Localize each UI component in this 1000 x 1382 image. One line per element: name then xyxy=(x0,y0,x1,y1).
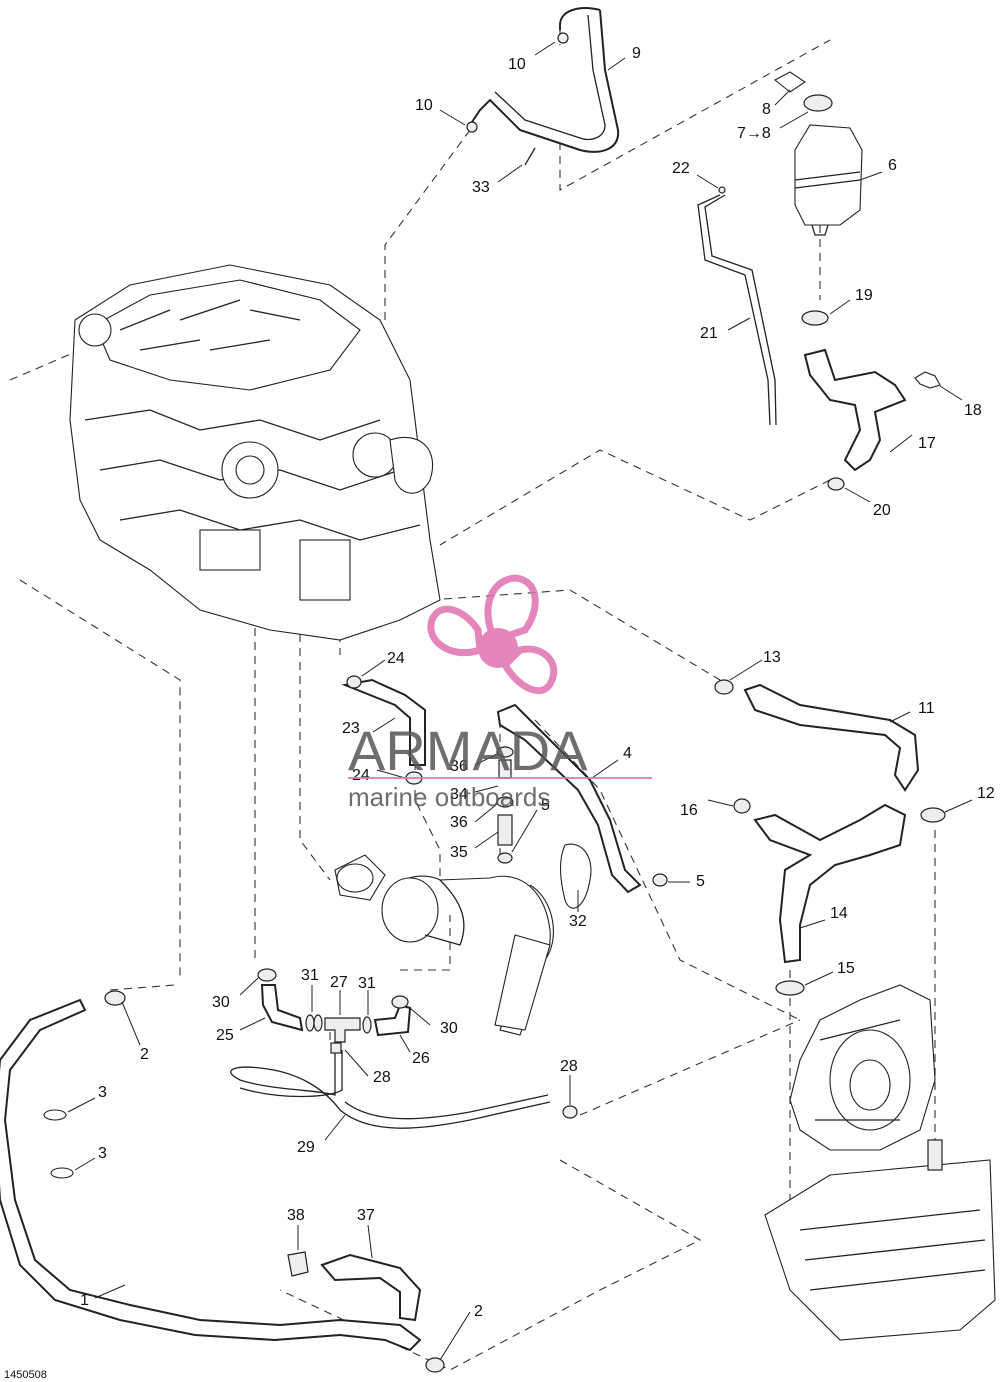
callout-28: 28 xyxy=(373,1069,391,1086)
clamp-15 xyxy=(775,980,805,996)
callout-22: 22 xyxy=(672,160,690,177)
callout-26: 26 xyxy=(412,1050,430,1067)
callout-36: 36 xyxy=(450,814,468,831)
clamp-18 xyxy=(914,371,941,389)
sleeve-38 xyxy=(287,1251,309,1277)
callout-5: 5 xyxy=(696,873,705,890)
callout-4: 4 xyxy=(623,745,632,762)
clamp-22 xyxy=(718,186,726,194)
callout-3: 3 xyxy=(98,1145,107,1162)
hose-14 xyxy=(753,803,907,964)
callout-3: 3 xyxy=(98,1084,107,1101)
callout-12: 12 xyxy=(977,785,995,802)
callout-36: 36 xyxy=(450,758,468,775)
hose-23 xyxy=(341,678,426,766)
callout-30: 30 xyxy=(212,994,230,1011)
clamp-20 xyxy=(827,477,845,491)
clamp-19 xyxy=(801,310,829,326)
callout-34: 34 xyxy=(450,786,468,803)
callout-31: 31 xyxy=(358,975,376,992)
reservoir-cap xyxy=(803,94,833,112)
propeller-logo-icon xyxy=(427,574,558,695)
callout-1: 1 xyxy=(80,1292,89,1309)
callout-24: 24 xyxy=(352,767,370,784)
callout-32: 32 xyxy=(569,913,587,930)
dashed-guide-lines xyxy=(9,30,936,1371)
watermark-brand: ARMADA xyxy=(348,719,588,782)
callout-17: 17 xyxy=(918,435,936,452)
callout-35: 35 xyxy=(450,844,468,861)
callout-10: 10 xyxy=(508,56,526,73)
hose-29 xyxy=(230,1050,551,1129)
leader-lines xyxy=(67,41,973,1361)
gasket-32 xyxy=(559,843,592,909)
hose-4 xyxy=(496,703,642,894)
callout-6: 6 xyxy=(888,157,897,174)
callout-9: 9 xyxy=(632,45,641,62)
callout-10: 10 xyxy=(415,97,433,114)
clamp-2-top xyxy=(104,990,126,1006)
callout-15: 15 xyxy=(837,960,855,977)
callout-21: 21 xyxy=(700,325,718,342)
watermark-tagline: marine outboards xyxy=(348,782,550,812)
callout-2: 2 xyxy=(474,1303,483,1320)
fitting-stack xyxy=(496,746,514,864)
callout-labels: 10 9 10 33 8 7→8 6 22 21 19 18 17 20 24 … xyxy=(80,45,995,1320)
clamp-24-top xyxy=(346,675,362,689)
water-pump-housing xyxy=(789,984,936,1151)
hose-11 xyxy=(743,683,920,792)
callout-2: 2 xyxy=(140,1046,149,1063)
engine-block xyxy=(69,264,441,641)
coolant-reservoir xyxy=(774,71,863,236)
exhaust-assembly xyxy=(334,843,592,1036)
callout-8: 8 xyxy=(762,101,771,118)
clamp-2-bottom xyxy=(425,1357,445,1373)
clamp-16 xyxy=(733,798,751,814)
callout-14: 14 xyxy=(830,905,848,922)
heat-exchanger-plate xyxy=(764,1139,996,1341)
watermark: ARMADA marine outboards xyxy=(348,574,652,812)
callout-20: 20 xyxy=(873,502,891,519)
callout-27: 27 xyxy=(330,974,348,991)
callout-33: 33 xyxy=(472,179,490,196)
callout-16: 16 xyxy=(680,802,698,819)
clamp-13 xyxy=(714,679,734,695)
callout-11: 11 xyxy=(918,700,935,717)
clamp-10-top xyxy=(557,32,569,44)
callout-5: 5 xyxy=(541,797,550,814)
fitting-28 xyxy=(330,1042,342,1054)
callout-37: 37 xyxy=(357,1207,375,1224)
callout-13: 13 xyxy=(763,649,781,666)
clip-3-lower xyxy=(50,1167,74,1179)
callout-31: 31 xyxy=(301,967,319,984)
cap-gasket xyxy=(774,71,806,93)
clamp-28-right xyxy=(562,1105,578,1119)
hose-9 xyxy=(469,7,620,153)
clamp-5-right xyxy=(652,873,668,887)
callout-24: 24 xyxy=(387,650,405,667)
hose-37 xyxy=(320,1253,422,1322)
callout-18: 18 xyxy=(964,402,982,419)
callout-25: 25 xyxy=(216,1027,234,1044)
clamp-12 xyxy=(920,807,946,823)
clamp-10-left xyxy=(466,121,478,133)
hose-17 xyxy=(803,348,907,472)
fitting-33 xyxy=(524,147,536,166)
callout-28: 28 xyxy=(560,1058,578,1075)
tee-assembly xyxy=(257,968,412,1043)
callout-29: 29 xyxy=(297,1139,315,1156)
clip-3-upper xyxy=(43,1109,67,1121)
hose-1 xyxy=(0,998,422,1352)
doc-number: 1450508 xyxy=(4,1369,47,1381)
callout-19: 19 xyxy=(855,287,873,304)
callout-23: 23 xyxy=(342,720,360,737)
callout-38: 38 xyxy=(287,1207,305,1224)
callout-7-8: 7→8 xyxy=(737,125,771,142)
hose-21 xyxy=(697,194,771,426)
callout-30: 30 xyxy=(440,1020,458,1037)
